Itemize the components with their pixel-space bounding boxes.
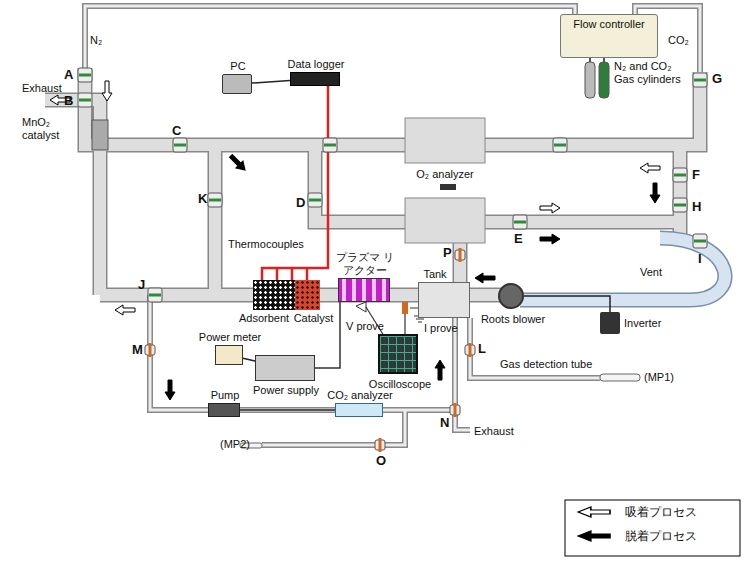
valve-letter: K (198, 192, 207, 205)
valve-letter: D (296, 196, 305, 209)
valve-letter: C (172, 124, 181, 137)
valve-letter: B (64, 94, 73, 107)
valve-letter: L (478, 342, 486, 355)
oscilloscope: Oscilloscope (378, 334, 418, 374)
part-label: Thermocouples (228, 238, 304, 251)
part-label: CO₂ (668, 34, 689, 47)
valve-letter: G (712, 72, 722, 85)
roots-blower: Roots blower (498, 283, 524, 309)
inverter: Inverter (600, 312, 620, 334)
node-label: プラズマ リアクター (334, 251, 396, 277)
node-label: Power supply (253, 384, 319, 397)
legend-text: 脱着プロセス (625, 530, 697, 543)
catalyst-bed: Catalyst (295, 280, 320, 310)
node-label: Inverter (624, 317, 661, 330)
valve-letter: P (443, 246, 452, 259)
valve-letter: I (698, 252, 702, 265)
pump: Pump (208, 403, 240, 417)
valve-letter: H (692, 200, 701, 213)
valve-letter: N (440, 416, 449, 429)
valve-letter: M (132, 343, 143, 356)
part-label: Gas detection tube (500, 358, 592, 371)
part-label: O₂ analyzer (416, 168, 473, 181)
co2-analyzer: CO₂ analyzer (335, 403, 383, 417)
node-label: CO₂ analyzer (327, 389, 392, 402)
part-label: N₂ and CO₂ Gas cylinders (614, 60, 692, 86)
adsorbent-bed: Adsorbent (253, 280, 295, 310)
node-label: Roots blower (481, 313, 545, 326)
node-label: Flow controller (561, 18, 657, 31)
valve-letter: E (514, 232, 523, 245)
plasma-reactor: プラズマ リアクター (338, 278, 390, 302)
valve-letter: O (376, 454, 386, 467)
part-label: V prove (346, 320, 384, 333)
power-meter: Power meter (215, 345, 243, 365)
data-logger: Data logger (290, 72, 340, 86)
part-label: N₂ (90, 34, 102, 47)
part-label: Vent (640, 266, 662, 279)
part-label: (MP1) (644, 371, 674, 384)
part-label: (MP2) (220, 438, 250, 451)
wire-connector (252, 81, 290, 83)
valve-letter: A (64, 68, 73, 81)
part-label: I prove (424, 322, 458, 335)
flow-controller: Flow controller (560, 14, 658, 58)
valve-letter: F (692, 168, 700, 181)
wire-connector (240, 410, 335, 411)
node-label: Pump (211, 389, 240, 402)
laptop-pc: PC (222, 74, 252, 94)
legend-text: 吸着プロセス (625, 506, 697, 519)
power-supply: Power supply (255, 355, 315, 381)
node-label: Catalyst (294, 312, 334, 325)
part-label: MnO₂ catalyst (22, 116, 82, 142)
node-label: Adsorbent (239, 312, 289, 325)
wire-connector (524, 296, 610, 312)
node-label: Data logger (288, 58, 345, 71)
gas-tank: Tank (418, 282, 470, 318)
node-label: Tank (423, 268, 446, 281)
node-label: Power meter (199, 331, 261, 344)
node-label: PC (230, 60, 245, 73)
wire-connector (243, 358, 255, 361)
valve-letter: J (138, 278, 145, 291)
part-label: Exhaust (474, 425, 514, 438)
part-label: Exhaust (22, 82, 62, 95)
